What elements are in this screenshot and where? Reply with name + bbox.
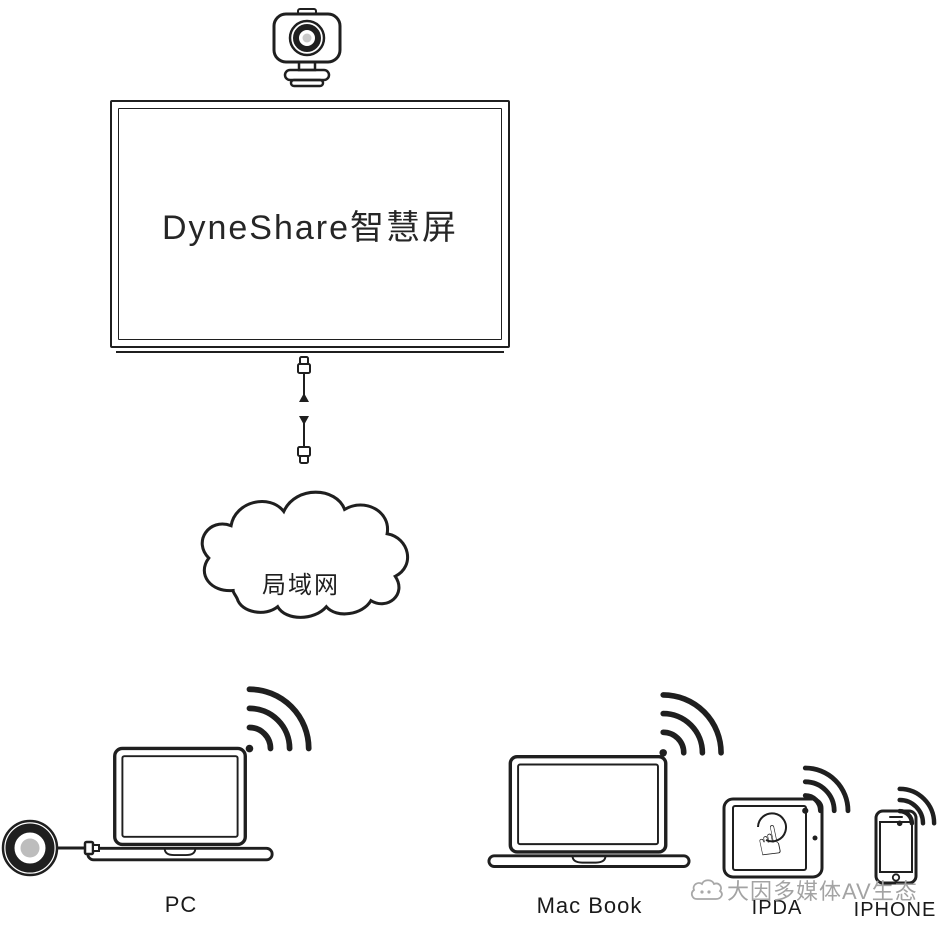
watermark: 大因多媒体AV生态 xyxy=(688,874,918,906)
cloud-label: 局域网 xyxy=(262,572,340,600)
lan-cable-icon xyxy=(294,356,314,464)
svg-text:☝: ☝ xyxy=(753,817,786,867)
macbook-label: Mac Book xyxy=(536,893,643,918)
pc-label: PC xyxy=(164,892,198,917)
display-frame: DyneShare智慧屏 xyxy=(110,100,510,348)
camera-icon xyxy=(268,8,346,94)
touch-gesture-icon: ☝ xyxy=(753,812,787,867)
iphone-label: IPHONE xyxy=(853,899,937,921)
cloud-lan-icon: 局域网 xyxy=(183,477,419,629)
ipda-label: IPDA xyxy=(751,897,803,919)
watermark-logo-icon xyxy=(688,876,723,904)
display-bezel: DyneShare智慧屏 xyxy=(118,108,502,340)
iphone-icon xyxy=(873,809,919,885)
display-label: DyneShare智慧屏 xyxy=(161,208,459,247)
watermark-text: 大因多媒体AV生态 xyxy=(727,879,918,904)
wireless-dongle-icon xyxy=(0,816,112,880)
macbook-icon xyxy=(487,754,691,876)
ipda-tablet-icon: ☝ xyxy=(722,797,826,881)
pc-laptop-icon xyxy=(84,746,276,870)
wifi-icon-macbook xyxy=(652,680,736,764)
display-base-line xyxy=(116,351,504,353)
wifi-icon-pc xyxy=(238,674,324,760)
